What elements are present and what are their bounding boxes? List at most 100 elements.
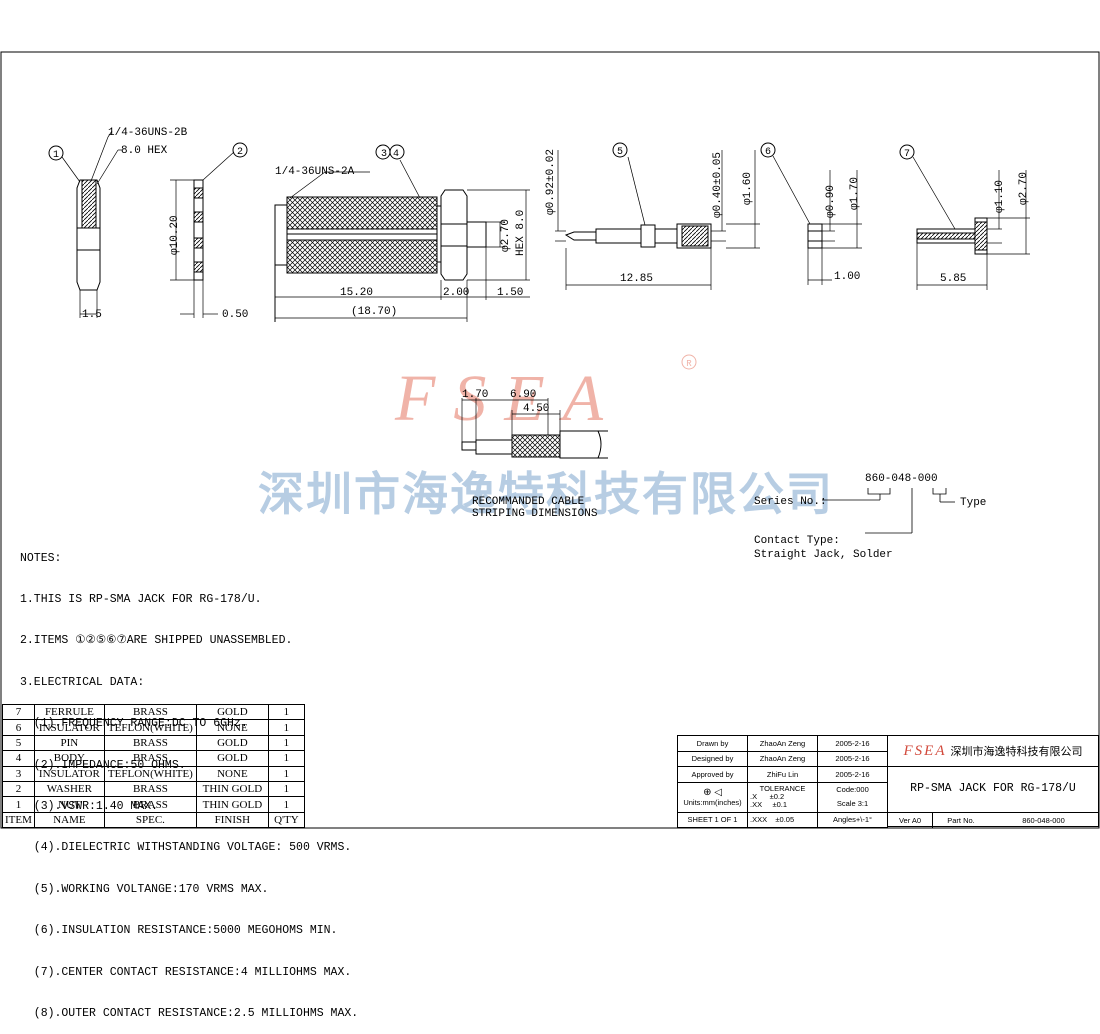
strip-dim-1-70: 1.70 — [462, 389, 488, 401]
bom-cell: GOLD — [195, 750, 269, 767]
dim-18-70: (18.70) — [351, 306, 397, 318]
label-thread-2b: 1/4-36UNS-2B — [108, 127, 188, 139]
bom-cell: 3 — [2, 765, 35, 782]
table-row: SHEET 1 OF 1 .XXX ±0.05 Angles+\-1° — [677, 811, 888, 828]
dim-12-85: 12.85 — [620, 273, 653, 285]
drawing-border — [0, 51, 1100, 829]
tolerance-cell: TOLERANCE .X ±0.2 .XX ±0.1 — [747, 781, 818, 813]
bom-header-cell: Q'TY — [267, 811, 305, 829]
bom-cell: 4 — [2, 750, 35, 767]
tolerance-label: TOLERANCE — [759, 784, 806, 793]
callout-2: 2 — [237, 147, 243, 158]
callout-5-circle — [612, 142, 628, 158]
part-code: 860-048-000 — [865, 473, 938, 485]
label-thread-2a: 1/4-36UNS-2A — [275, 166, 355, 178]
bom-cell: 1 — [267, 765, 305, 782]
watermark-registered-icon — [681, 354, 697, 370]
bom-header-cell: SPEC. — [103, 811, 197, 829]
company-logo: FSEA — [903, 742, 947, 759]
bom-cell: BRASS — [103, 780, 197, 798]
callout-2-circle — [232, 142, 248, 158]
strip-dim-4-50: 4.50 — [523, 403, 549, 415]
bom-cell: THIN GOLD — [195, 796, 269, 813]
bom-cell: 1 — [267, 796, 305, 813]
drawn-name: ZhaoAn Zeng — [747, 735, 818, 752]
strip-title-1: RECOMMANDED CABLE — [472, 496, 585, 508]
callout-5: 5 — [617, 147, 623, 158]
part-pin — [555, 150, 760, 290]
dim-2-00: 2.00 — [443, 287, 469, 299]
dim-0-50: 0.50 — [222, 309, 248, 321]
watermark-logo: FSEA — [394, 362, 621, 435]
code-text: Code:000 — [836, 785, 869, 794]
part-body — [274, 159, 530, 322]
contact-type-desc: Straight Jack, Solder — [754, 549, 893, 561]
strip-dim-6-90: 6.90 — [510, 389, 536, 401]
tolerance-xx: .XX ±0.1 — [750, 800, 788, 809]
bom-cell: TEFLON(WHITE) — [103, 765, 197, 782]
bom-cell: FERRULE — [33, 703, 105, 721]
part-ferrule — [912, 156, 1030, 290]
cable-stripping-view — [461, 398, 608, 459]
bom-cell: 1 — [267, 780, 305, 798]
tolerance-x: .X ±0.2 — [750, 792, 785, 801]
bom-cell: 1 — [267, 703, 305, 721]
table-row: ⊕ ◁ Units:mm(inches) TOLERANCE .X ±0.2 .… — [677, 781, 888, 813]
projection-symbol-icon: ⊕ ◁ — [703, 787, 722, 798]
watermark-company: 深圳市海逸特科技有限公司 — [258, 467, 834, 521]
bom-cell: WASHER — [33, 780, 105, 798]
angles-text: Angles+\-1° — [817, 811, 888, 828]
callout-4-circle — [389, 144, 405, 160]
sheet-text: SHEET 1 OF 1 — [677, 811, 748, 828]
bom-cell: 7 — [2, 703, 35, 721]
company-name: 深圳市海逸特科技有限公司 — [950, 745, 1083, 758]
bom-cell: GOLD — [195, 734, 269, 752]
dim-5-85: 5.85 — [940, 273, 966, 285]
bom-cell: BODY — [33, 750, 105, 767]
bom-cell: NONE — [195, 719, 269, 736]
bom-cell: 5 — [2, 734, 35, 752]
bom-header-cell: NAME — [33, 811, 105, 829]
bom-cell: TEFLON(WHITE) — [103, 719, 197, 736]
note-line: (8).OUTER CONTACT RESISTANCE:2.5 MILLIOH… — [20, 1006, 359, 1020]
part-no-value: 860-048-000 — [1022, 816, 1065, 825]
dim-1-5: 1.5 — [82, 309, 102, 321]
title-company-row: FSEA 深圳市海逸特科技有限公司 — [888, 736, 1098, 767]
type-label: Type — [960, 497, 986, 509]
bom-cell: 1 — [267, 719, 305, 736]
bom-cell: BRASS — [103, 703, 197, 721]
bom-cell: 1 — [267, 734, 305, 752]
series-label: Series No.: — [754, 496, 827, 508]
watermark-reg: R — [686, 359, 692, 369]
ver-text: Ver A0 — [888, 813, 933, 828]
drawing-canvas: 1 1/4-36UNS-2B 8.0 HEX 1.5 2 φ10.20 0.50 — [0, 51, 1100, 829]
dim-0-92: φ0.92±0.02 — [545, 149, 557, 215]
dim-1-10: φ1.10 — [994, 180, 1006, 213]
callout-6: 6 — [765, 147, 771, 158]
approved-label: Approved by — [677, 766, 748, 783]
note-line: 2.ITEMS ①②⑤⑥⑦ARE SHIPPED UNASSEMBLED. — [20, 634, 293, 648]
label-hex-8-0: HEX 8.0 — [515, 210, 527, 256]
bom-cell: 6 — [2, 719, 35, 736]
units-text: Units:mm(inches) — [683, 798, 742, 807]
part-insulator — [772, 155, 862, 285]
dim-1-60: φ1.60 — [742, 172, 754, 205]
title-bottom-row: Ver A0 Part No. 860-048-000 — [888, 812, 1098, 828]
bom-header-cell: ITEM — [2, 811, 35, 829]
approved-date: 2005-2-16 — [817, 766, 888, 783]
designed-label: Designed by — [677, 750, 748, 767]
designed-name: ZhaoAn Zeng — [747, 750, 818, 767]
dim-0-40: φ0.40±0.05 — [712, 152, 724, 218]
drawn-date: 2005-2-16 — [817, 735, 888, 752]
dim-1-70: φ1.70 — [849, 177, 861, 210]
